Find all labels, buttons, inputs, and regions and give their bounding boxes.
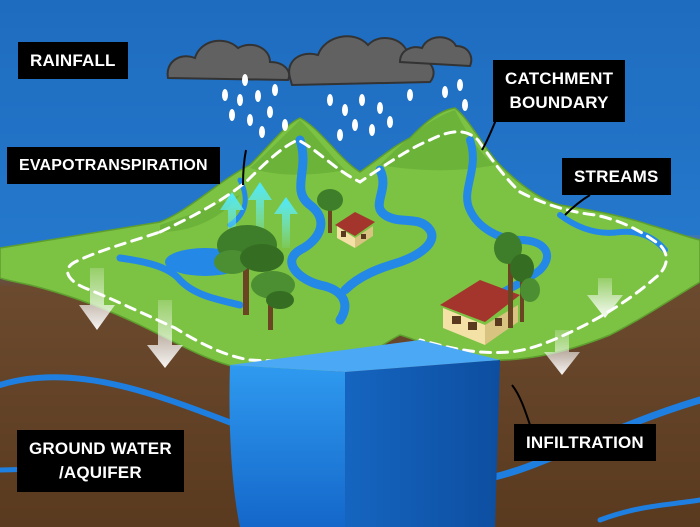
rain-clouds: [166, 35, 473, 87]
evapotranspiration-label: EVAPOTRANSPIRATION: [7, 147, 220, 184]
infiltration-arrows: [79, 268, 623, 375]
infiltration-label: INFILTRATION: [514, 424, 656, 461]
streams-label: STREAMS: [562, 158, 671, 195]
groundwater-text-line2: /AQUIFER: [58, 463, 142, 482]
groundwater-text-line1: GROUND WATER: [29, 439, 172, 458]
streams-pointer: [564, 194, 591, 216]
rainfall-text: RAINFALL: [30, 51, 116, 70]
catchment-text-line2: BOUNDARY: [509, 93, 609, 112]
house-top: [317, 189, 375, 248]
infiltration-text: INFILTRATION: [526, 433, 644, 452]
rainfall-label: RAINFALL: [18, 42, 128, 79]
raindrops: [222, 74, 468, 141]
catchment-boundary-label: CATCHMENT BOUNDARY: [493, 60, 626, 122]
trees-left: [214, 225, 295, 330]
catchment-text-line1: CATCHMENT: [505, 69, 614, 88]
infiltration-pointer: [511, 384, 531, 426]
evapotranspiration-text: EVAPOTRANSPIRATION: [19, 157, 208, 174]
evap-pointer: [242, 149, 247, 186]
groundwater-aquifer-label: GROUND WATER /AQUIFER: [17, 430, 184, 492]
streams-text: STREAMS: [574, 167, 659, 186]
groundwater-cube: [229, 340, 500, 527]
catchment-boundary-line: [66, 130, 668, 363]
house-right: [440, 232, 540, 345]
evapotranspiration-arrows: [220, 182, 298, 248]
